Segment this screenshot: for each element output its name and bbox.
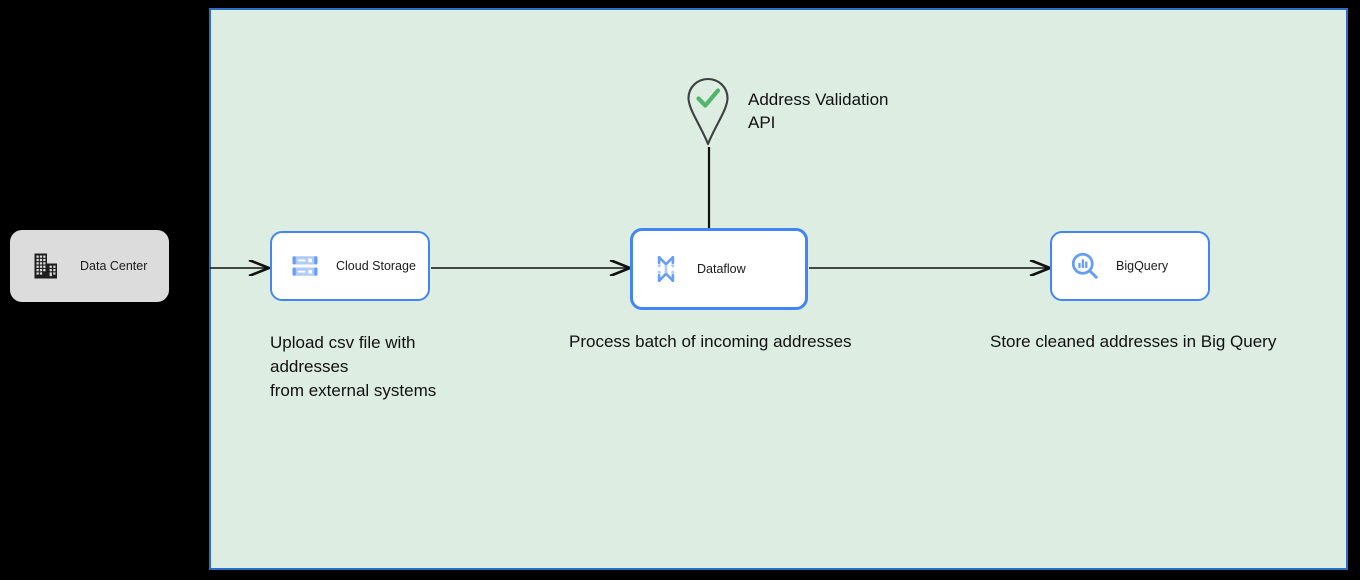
- caption-cloud-storage: Upload csv file with addresses from exte…: [270, 333, 437, 400]
- location-pin-check-icon: [687, 77, 729, 146]
- dataflow-icon: [657, 255, 675, 283]
- cloud-storage-label: Cloud Storage: [336, 259, 416, 273]
- node-address-validation-api[interactable]: [684, 76, 732, 148]
- node-dataflow[interactable]: Dataflow: [630, 228, 808, 310]
- dataflow-label: Dataflow: [697, 262, 746, 276]
- caption-dataflow: Process batch of incoming addresses: [569, 332, 852, 351]
- bigquery-label: BigQuery: [1116, 259, 1169, 273]
- node-cloud-storage[interactable]: Cloud Storage: [270, 231, 430, 301]
- data-center-label: Data Center: [80, 259, 148, 273]
- node-bigquery[interactable]: BigQuery: [1050, 231, 1210, 301]
- caption-bigquery: Store cleaned addresses in Big Query: [990, 332, 1277, 351]
- bigquery-icon: [1071, 252, 1098, 279]
- cloud-storage-icon: [292, 256, 318, 276]
- building-icon: [34, 253, 57, 279]
- address-validation-api-label: Address Validation API: [748, 90, 889, 132]
- node-data-center[interactable]: Data Center: [10, 230, 169, 302]
